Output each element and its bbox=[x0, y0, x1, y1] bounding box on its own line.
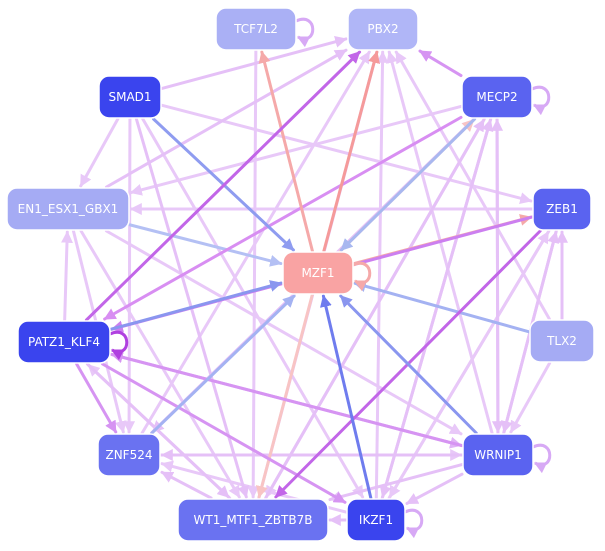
edge-smad1-to-ikzf1 bbox=[141, 117, 365, 499]
edge-en1-esx1-gbx1-to-mzf1 bbox=[128, 223, 283, 267]
node-wrnip1[interactable]: WRNIP1 bbox=[462, 433, 534, 477]
node-zeb1[interactable]: ZEB1 bbox=[532, 187, 592, 231]
edge-en1-esx1-gbx1-to-wrnip1 bbox=[104, 229, 463, 436]
node-label: IKZF1 bbox=[359, 513, 393, 527]
self-loop-wrnip1 bbox=[532, 443, 552, 474]
node-wt1-mtf1-zbtb7b[interactable]: WT1_MTF1_ZBTB7B bbox=[177, 498, 329, 542]
node-mzf1[interactable]: MZF1 bbox=[282, 251, 354, 295]
edge-patz1-klf4-to-en1-esx1-gbx1 bbox=[60, 230, 73, 322]
self-loop-patz1-klf4 bbox=[109, 330, 129, 361]
edge-tlx2-to-mzf1 bbox=[353, 280, 531, 334]
node-box[interactable] bbox=[282, 251, 354, 295]
node-label: SMAD1 bbox=[108, 90, 151, 104]
edge-mecp2-to-en1-esx1-gbx1 bbox=[129, 104, 463, 196]
edge-znf524-to-mzf1 bbox=[150, 294, 296, 435]
edge-mzf1-to-wt1-mtf1-zbtb7b bbox=[255, 293, 314, 499]
edge-mecp2-to-pbx2 bbox=[418, 49, 463, 78]
node-label: MZF1 bbox=[301, 266, 334, 280]
node-box[interactable] bbox=[177, 498, 329, 542]
node-label: TLX2 bbox=[546, 334, 577, 348]
edge-smad1-to-en1-esx1-gbx1 bbox=[79, 117, 120, 188]
edge-wrnip1-to-mzf1 bbox=[339, 294, 478, 435]
edge-wt1-mtf1-zbtb7b-to-mecp2 bbox=[264, 118, 486, 500]
edge-tcf7l2-to-wt1-mtf1-zbtb7b bbox=[247, 49, 260, 499]
node-smad1[interactable]: SMAD1 bbox=[98, 75, 162, 119]
edge-mecp2-to-ikzf1 bbox=[379, 117, 493, 499]
edge-en1-esx1-gbx1-to-pbx2 bbox=[105, 48, 348, 189]
node-box[interactable] bbox=[98, 75, 162, 119]
node-box[interactable] bbox=[346, 498, 406, 542]
edge-en1-esx1-gbx1-to-wt1-mtf1-zbtb7b bbox=[79, 229, 241, 499]
node-znf524[interactable]: ZNF524 bbox=[97, 433, 161, 477]
node-box[interactable] bbox=[462, 433, 534, 477]
edge-patz1-klf4-to-wt1-mtf1-zbtb7b bbox=[85, 362, 231, 499]
node-box[interactable] bbox=[347, 7, 419, 51]
node-ikzf1[interactable]: IKZF1 bbox=[346, 498, 406, 542]
edge-mzf1-to-tcf7l2 bbox=[258, 50, 314, 253]
edge-tlx2-to-wrnip1 bbox=[509, 361, 552, 434]
edge-ikzf1-to-pbx2 bbox=[374, 50, 389, 500]
edge-wrnip1-to-ikzf1 bbox=[405, 472, 464, 505]
node-tlx2[interactable]: TLX2 bbox=[529, 319, 595, 363]
edge-wrnip1-to-wt1-mtf1-zbtb7b bbox=[328, 463, 464, 503]
node-box[interactable] bbox=[97, 433, 161, 477]
self-loop-tcf7l2 bbox=[295, 17, 315, 48]
node-box[interactable] bbox=[532, 187, 592, 231]
edge-patz1-klf4-to-mzf1 bbox=[109, 280, 283, 331]
edge-ikzf1-to-mzf1 bbox=[320, 294, 373, 500]
edge-wt1-mtf1-zbtb7b-to-znf524 bbox=[160, 470, 213, 500]
self-loop-mzf1 bbox=[352, 261, 372, 292]
self-loop-mecp2 bbox=[531, 85, 551, 116]
edge-mecp2-to-mzf1 bbox=[339, 117, 477, 252]
edge-wrnip1-to-patz1-klf4 bbox=[110, 351, 464, 448]
node-en1-esx1-gbx1[interactable]: EN1_ESX1_GBX1 bbox=[6, 187, 130, 231]
node-label: ZEB1 bbox=[546, 202, 578, 216]
node-label: PBX2 bbox=[367, 22, 398, 36]
node-box[interactable] bbox=[461, 75, 533, 119]
node-mecp2[interactable]: MECP2 bbox=[461, 75, 533, 119]
node-box[interactable] bbox=[6, 187, 130, 231]
node-pbx2[interactable]: PBX2 bbox=[347, 7, 419, 51]
edge-smad1-to-pbx2 bbox=[160, 35, 348, 90]
node-box[interactable] bbox=[17, 320, 111, 364]
node-label: TCF7L2 bbox=[233, 22, 278, 36]
edge-zeb1-to-ikzf1 bbox=[388, 229, 551, 499]
edge-patz1-klf4-to-ikzf1 bbox=[101, 362, 347, 504]
node-patz1-klf4[interactable]: PATZ1_KLF4 bbox=[17, 320, 111, 364]
node-label: WRNIP1 bbox=[474, 448, 522, 462]
node-tcf7l2[interactable]: TCF7L2 bbox=[215, 7, 297, 51]
edge-patz1-klf4-to-znf524 bbox=[75, 362, 118, 434]
node-label: MECP2 bbox=[476, 90, 517, 104]
node-label: ZNF524 bbox=[105, 448, 152, 462]
self-loop-ikzf1 bbox=[404, 508, 424, 539]
edge-mecp2-to-patz1-klf4 bbox=[103, 115, 463, 321]
node-box[interactable] bbox=[529, 319, 595, 363]
node-label: PATZ1_KLF4 bbox=[28, 335, 100, 349]
edge-patz1-klf4-to-pbx2 bbox=[84, 50, 362, 322]
node-label: EN1_ESX1_GBX1 bbox=[18, 202, 119, 216]
self-loops-layer bbox=[109, 17, 552, 539]
node-label: WT1_MTF1_ZBTB7B bbox=[194, 513, 313, 527]
edge-mzf1-to-pbx2 bbox=[322, 50, 380, 253]
node-box[interactable] bbox=[215, 7, 297, 51]
